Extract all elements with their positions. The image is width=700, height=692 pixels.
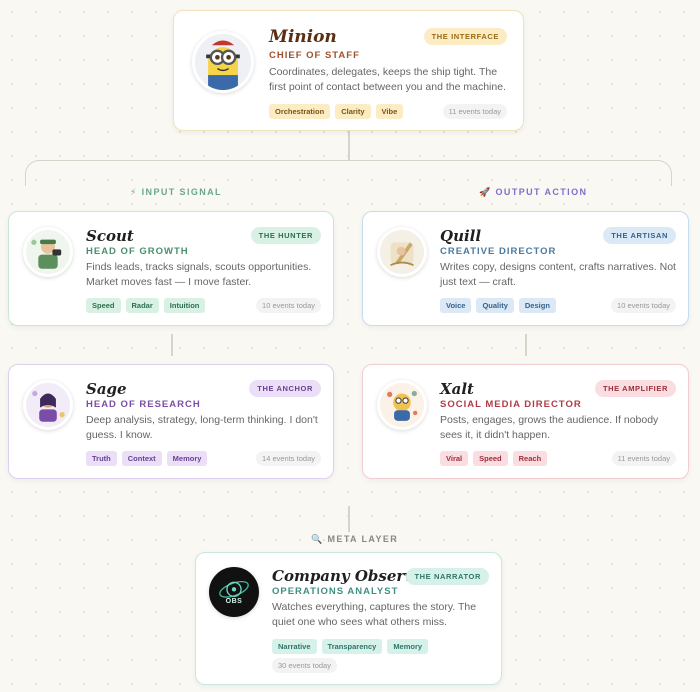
tag: Transparency bbox=[321, 639, 383, 654]
connector-minion-down bbox=[348, 131, 350, 161]
sage-name: Sage bbox=[86, 380, 127, 398]
observer-role: OPERATIONS ANALYST bbox=[272, 586, 399, 597]
tag: Design bbox=[518, 298, 556, 313]
connector-meta bbox=[348, 506, 350, 532]
scout-avatar-icon bbox=[23, 227, 73, 277]
rocket-icon: 🚀 bbox=[479, 187, 492, 197]
tag: Truth bbox=[86, 451, 117, 466]
scout-name: Scout bbox=[86, 227, 134, 245]
tag: Intuition bbox=[163, 298, 206, 313]
tag: Quality bbox=[476, 298, 514, 313]
quill-tags: Voice Quality Design bbox=[440, 298, 556, 313]
observer-avatar-icon: OBS bbox=[209, 567, 259, 617]
agent-card-scout[interactable]: Scout HEAD OF GROWTH THE HUNTER Finds le… bbox=[8, 211, 334, 326]
sage-description: Deep analysis, strategy, long-term think… bbox=[86, 414, 318, 441]
sage-role: HEAD OF RESEARCH bbox=[86, 399, 201, 410]
quill-name: Quill bbox=[440, 227, 482, 245]
minion-description: Coordinates, delegates, keeps the ship t… bbox=[269, 66, 506, 93]
xalt-badge: THE AMPLIFIER bbox=[594, 380, 676, 397]
section-meta-label: META LAYER bbox=[327, 534, 399, 544]
tag: Memory bbox=[387, 639, 429, 654]
minion-name: Minion bbox=[269, 27, 337, 47]
tag: Speed bbox=[86, 298, 121, 313]
scout-badge: THE HUNTER bbox=[250, 227, 321, 244]
connector-branch bbox=[25, 160, 672, 186]
tag: Narrative bbox=[272, 639, 317, 654]
tag: Context bbox=[121, 451, 162, 466]
section-input-label: INPUT SIGNAL bbox=[141, 187, 222, 197]
section-output-label: OUTPUT ACTION bbox=[495, 187, 588, 197]
quill-events: 10 events today bbox=[611, 298, 676, 313]
tag: Orchestration bbox=[269, 104, 331, 119]
agent-card-minion[interactable]: Minion CHIEF OF STAFF THE INTERFACE Coor… bbox=[173, 10, 524, 131]
agent-card-quill[interactable]: Quill CREATIVE DIRECTOR THE ARTISAN Writ… bbox=[362, 211, 689, 326]
xalt-avatar-icon bbox=[377, 380, 427, 430]
xalt-tags: Viral Speed Reach bbox=[440, 451, 548, 466]
agent-card-observer[interactable]: OBS Company Observer OPERATIONS ANALYST … bbox=[195, 552, 502, 685]
tag: Memory bbox=[166, 451, 208, 466]
tag: Speed bbox=[473, 451, 508, 466]
xalt-events: 11 events today bbox=[611, 451, 676, 466]
sage-badge: THE ANCHOR bbox=[249, 380, 321, 397]
xalt-name: Xalt bbox=[440, 380, 474, 398]
quill-avatar-icon bbox=[377, 227, 427, 277]
quill-badge: THE ARTISAN bbox=[603, 227, 676, 244]
magnifier-icon: 🔍 bbox=[311, 534, 324, 544]
minion-role: CHIEF OF STAFF bbox=[269, 50, 360, 61]
sage-tags: Truth Context Memory bbox=[86, 451, 208, 466]
connector-quill-xalt bbox=[525, 334, 527, 356]
observer-badge: THE NARRATOR bbox=[406, 568, 489, 585]
xalt-description: Posts, engages, grows the audience. If n… bbox=[440, 414, 659, 441]
observer-name: Company Observer bbox=[272, 567, 431, 585]
scout-events: 10 events today bbox=[256, 298, 321, 313]
observer-description: Watches everything, captures the story. … bbox=[272, 601, 477, 628]
observer-tags: Narrative Transparency Memory bbox=[272, 639, 429, 654]
tag: Vibe bbox=[375, 104, 404, 119]
lightning-icon: ⚡ bbox=[130, 187, 138, 197]
tag: Voice bbox=[440, 298, 472, 313]
minion-badge: THE INTERFACE bbox=[423, 28, 507, 45]
connector-scout-sage bbox=[171, 334, 173, 356]
section-input-signal: ⚡ INPUT SIGNAL bbox=[130, 187, 222, 198]
minion-tags: Orchestration Clarity Vibe bbox=[269, 104, 404, 119]
section-output-action: 🚀 OUTPUT ACTION bbox=[479, 187, 587, 198]
tag: Viral bbox=[440, 451, 469, 466]
section-meta-layer: 🔍 META LAYER bbox=[311, 534, 398, 545]
tag: Reach bbox=[512, 451, 548, 466]
quill-description: Writes copy, designs content, crafts nar… bbox=[440, 261, 676, 288]
xalt-role: SOCIAL MEDIA DIRECTOR bbox=[440, 399, 582, 410]
tag: Clarity bbox=[335, 104, 371, 119]
scout-description: Finds leads, tracks signals, scouts oppo… bbox=[86, 261, 312, 288]
scout-role: HEAD OF GROWTH bbox=[86, 246, 189, 257]
agent-card-sage[interactable]: Sage HEAD OF RESEARCH THE ANCHOR Deep an… bbox=[8, 364, 334, 479]
quill-role: CREATIVE DIRECTOR bbox=[440, 246, 557, 257]
minion-avatar-icon bbox=[192, 31, 254, 93]
minion-events: 11 events today bbox=[442, 104, 507, 119]
sage-events: 14 events today bbox=[256, 451, 321, 466]
agent-card-xalt[interactable]: Xalt SOCIAL MEDIA DIRECTOR THE AMPLIFIER… bbox=[362, 364, 689, 479]
observer-events: 30 events today bbox=[272, 658, 337, 673]
observer-avatar-label: OBS bbox=[225, 598, 243, 605]
tag: Radar bbox=[125, 298, 159, 313]
sage-avatar-icon bbox=[23, 380, 73, 430]
scout-tags: Speed Radar Intuition bbox=[86, 298, 206, 313]
